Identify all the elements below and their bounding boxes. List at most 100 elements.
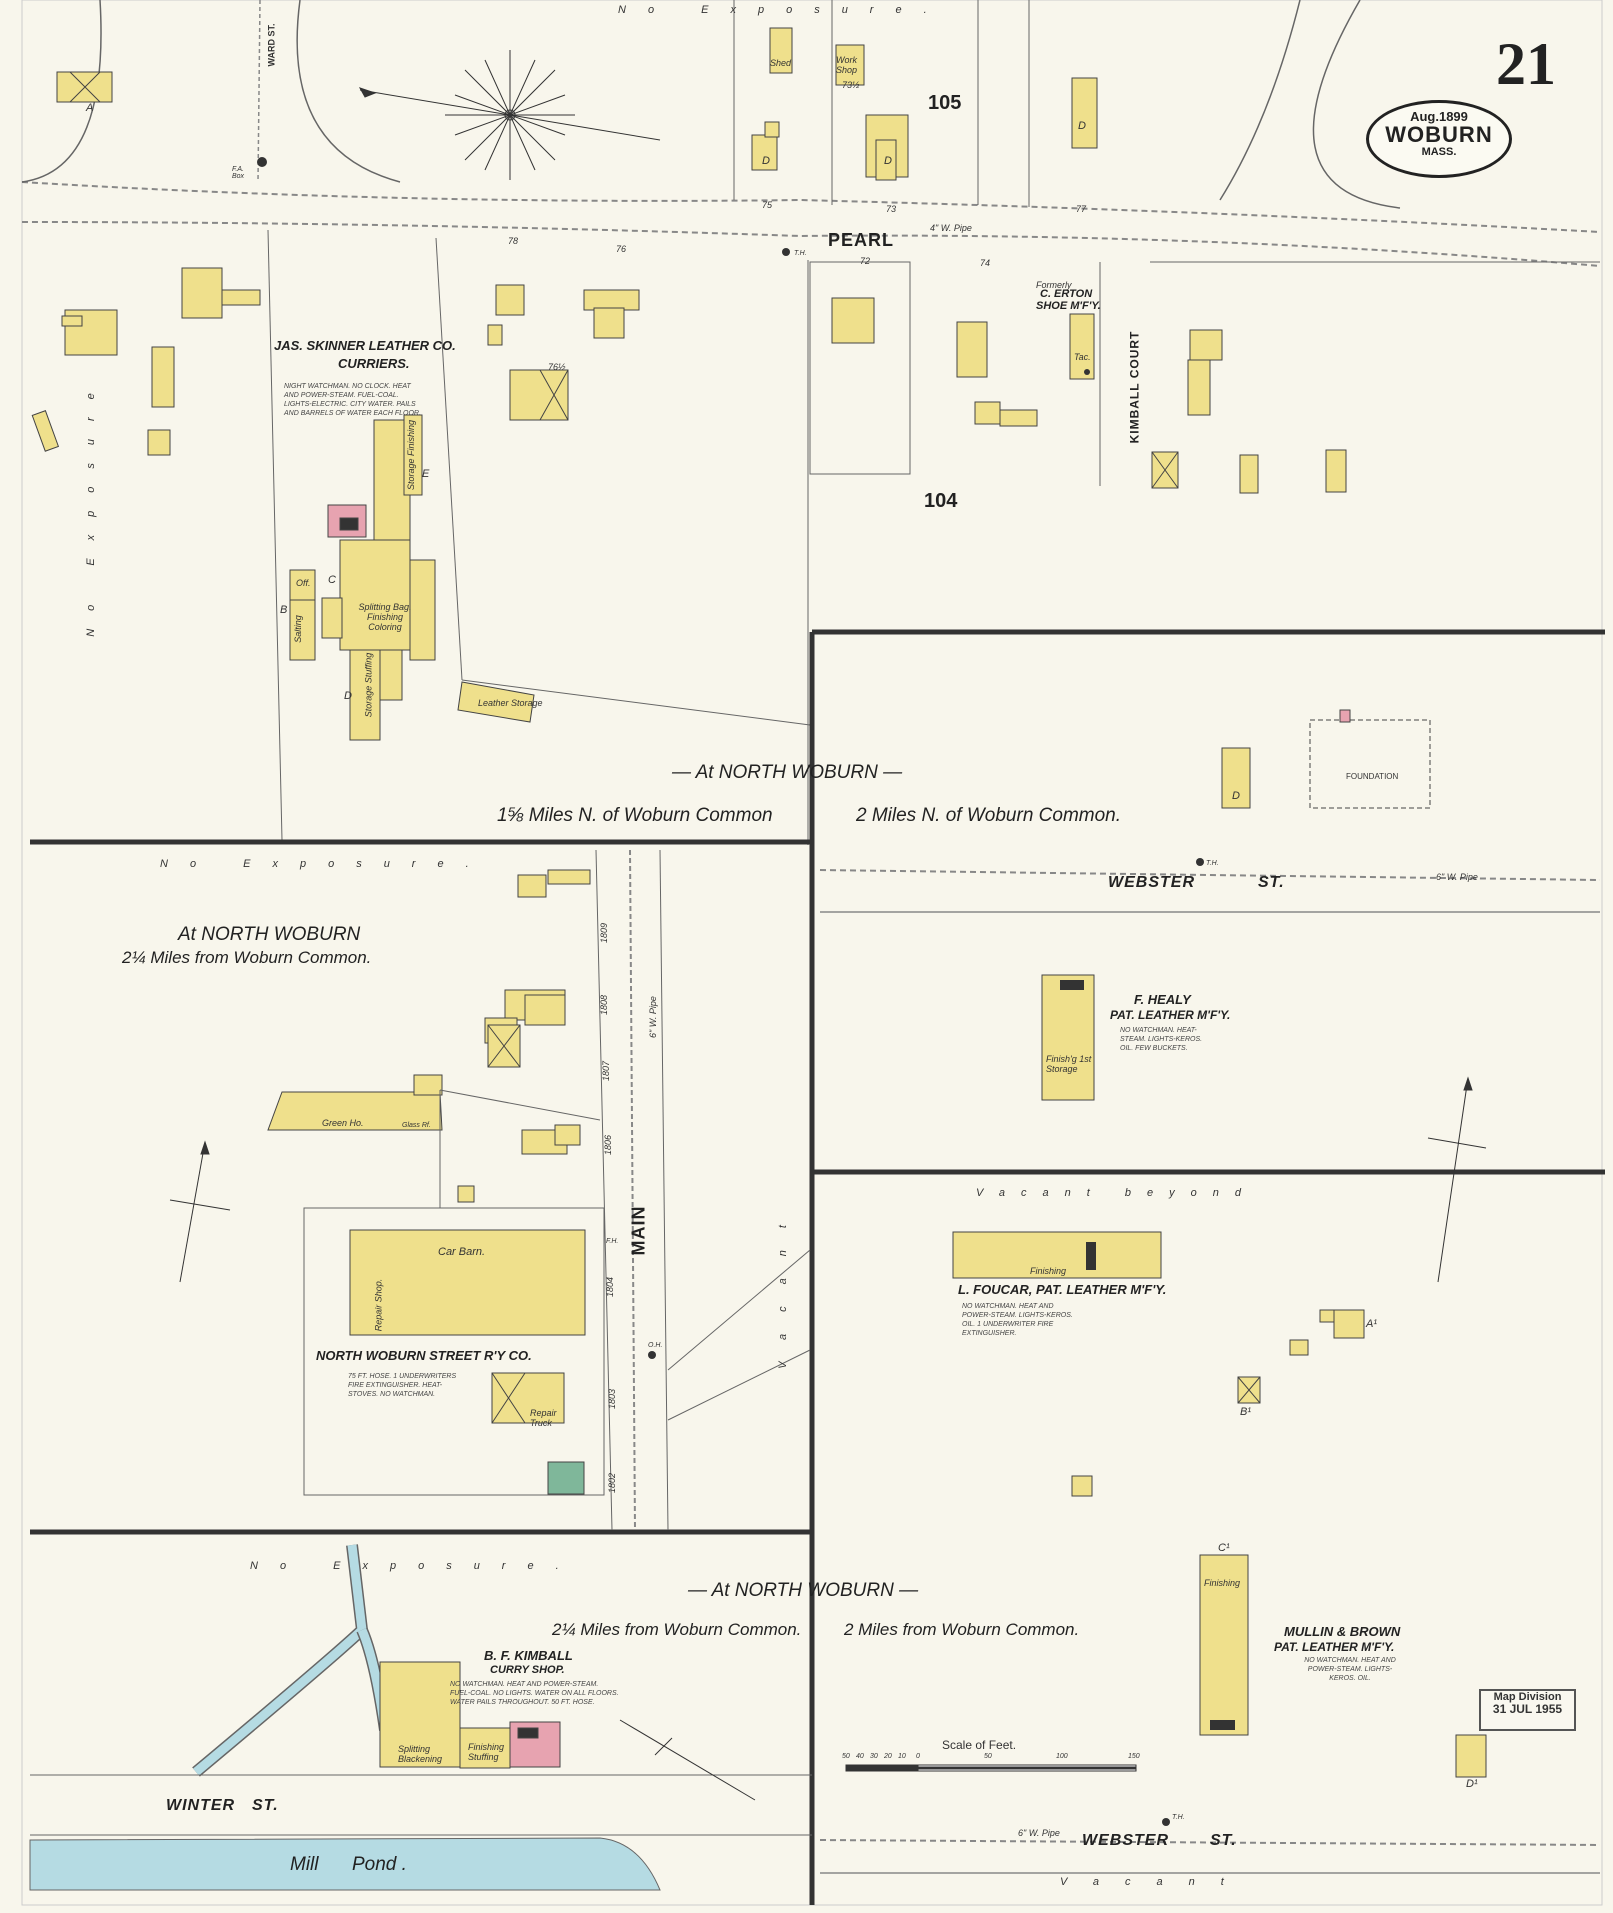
foucar-building	[952, 1231, 1162, 1279]
house-number: 73½	[842, 80, 860, 90]
mullin-building	[1199, 1554, 1249, 1736]
street-main: MAIN	[628, 1205, 649, 1256]
building-label: C¹	[1218, 1542, 1230, 1554]
building-label: Splitting Blackening	[398, 1744, 443, 1764]
north-arrow-icon	[1427, 1076, 1487, 1283]
building-label: Finishing	[1030, 1266, 1067, 1276]
company-mullin: MULLIN & BROWN	[1284, 1624, 1401, 1639]
house-number: 74	[980, 258, 991, 268]
scale-tick: 20	[884, 1753, 892, 1760]
building-label: Finishing Stuffing	[468, 1742, 505, 1762]
company-skinner-sub: CURRIERS.	[338, 356, 410, 371]
building-label: Off.	[296, 578, 311, 588]
block-number: 105	[928, 92, 962, 114]
house-number: 1802	[607, 1472, 618, 1494]
compass-rose-icon	[358, 50, 661, 180]
north-arrow-icon	[169, 1140, 231, 1283]
street-pearl: PEARL	[828, 230, 895, 250]
stamp-line-1: Map Division	[1493, 1691, 1562, 1703]
exposure-note: No Exposure.	[250, 1560, 581, 1572]
building-label: FOUNDATION	[1346, 772, 1399, 781]
building-label: C	[328, 574, 336, 586]
company-kimball-notes: NO WATCHMAN. HEAT AND POWER-STEAM. FUEL-…	[450, 1681, 619, 1706]
house-number: 76	[616, 244, 627, 254]
top-buildings	[56, 27, 1098, 181]
scale-tick: 40	[856, 1753, 864, 1760]
sheet-number: 21	[1496, 31, 1556, 97]
building-label: Green Ho.	[322, 1118, 364, 1128]
skinner-leather-complex	[289, 414, 535, 741]
fa-box-label: F.A. Box	[232, 166, 245, 180]
pipe-label: 6" W. Pipe	[1018, 1828, 1060, 1838]
map-division-stamp: Map Division 31 JUL 1955	[1479, 1689, 1576, 1731]
company-mullin-sub: PAT. LEATHER M'F'Y.	[1274, 1640, 1395, 1654]
building-label: Tac.	[1074, 352, 1091, 362]
th-label: T.H.	[1206, 860, 1219, 867]
street-winter-st: ST.	[252, 1797, 279, 1814]
scale-tick: 50	[842, 1753, 850, 1760]
north-woburn-buildings	[267, 869, 591, 1424]
kimball-curry-shop	[379, 1661, 561, 1769]
building-label: Salting	[292, 615, 303, 643]
house-number: 78	[508, 236, 519, 246]
north-woburn-header: — At NORTH WOBURN —	[672, 762, 903, 783]
th-label: T.H.	[794, 250, 807, 257]
building-label: Shed	[770, 58, 792, 68]
th-label: T.H.	[1172, 1814, 1185, 1821]
street-webster-st: ST.	[1258, 874, 1285, 891]
exposure-note: Vacant beyond	[976, 1187, 1257, 1199]
distance-label: 2¼ Miles from Woburn Common.	[552, 1620, 802, 1639]
street-webster: WEBSTER	[1108, 874, 1195, 891]
scale-tick: 0	[916, 1753, 920, 1760]
pearl-buildings	[31, 267, 1347, 494]
distance-label: 2¼ Miles from Woburn Common.	[122, 948, 372, 967]
distance-label: 2 Miles from Woburn Common.	[844, 1620, 1080, 1639]
street-webster-bottom: WEBSTER	[1082, 1832, 1169, 1849]
house-number: 1803	[607, 1388, 618, 1410]
scale-title: Scale of Feet.	[942, 1738, 1017, 1752]
house-number: 75	[762, 200, 773, 210]
building-label: B¹	[1240, 1406, 1251, 1418]
fh-label: F.H.	[606, 1238, 619, 1245]
city-name: WOBURN	[1385, 122, 1493, 147]
building-label: D	[884, 155, 892, 167]
street-ward: WARD ST.	[266, 23, 277, 67]
building-label: Repair Truck	[530, 1408, 557, 1428]
building-label: E	[422, 468, 430, 480]
building-label: Storage Finishing	[406, 419, 417, 491]
north-woburn-header: — At NORTH WOBURN —	[688, 1580, 919, 1601]
company-kimball-sub: CURRY SHOP.	[490, 1664, 565, 1676]
company-healy-notes: NO WATCHMAN. HEAT-STEAM. LIGHTS-KEROS. O…	[1120, 1027, 1203, 1052]
building-label: Work Shop	[836, 55, 858, 75]
company-railway-notes: 75 FT. HOSE. 1 UNDERWRITERS FIRE EXTINGU…	[348, 1373, 457, 1398]
house-number: 76½	[548, 362, 566, 372]
building-label: D	[1078, 120, 1086, 132]
oh-label: O.H.	[648, 1342, 663, 1349]
house-number: 1807	[601, 1060, 612, 1082]
title-cartouche: Aug.1899 WOBURN MASS.	[1366, 100, 1512, 178]
company-healy-sub: PAT. LEATHER M'F'Y.	[1110, 1008, 1231, 1022]
exposure-note: No Exposure	[84, 375, 97, 637]
north-woburn-header: At NORTH WOBURN	[178, 924, 361, 945]
company-healy: F. HEALY	[1134, 992, 1191, 1007]
company-foucar-notes: NO WATCHMAN. HEAT AND POWER-STEAM. LIGHT…	[962, 1303, 1073, 1337]
exposure-note: No Exposure.	[618, 4, 949, 16]
street-kimball-court: KIMBALL COURT	[1127, 330, 1142, 444]
building-label: A¹	[1366, 1318, 1377, 1330]
house-number: 1808	[599, 994, 610, 1016]
scale-tick: 50	[984, 1753, 992, 1760]
pearl-street	[21, 181, 1601, 267]
mill-pond-water	[29, 1837, 661, 1891]
pipe-label: 6" W. Pipe	[1436, 872, 1478, 882]
scale-tick: 100	[1056, 1753, 1068, 1760]
house-number: 72	[860, 256, 871, 266]
building-label: Leather Storage	[478, 698, 543, 708]
stamp-line-2: 31 JUL 1955	[1492, 1702, 1563, 1716]
building-label: B	[280, 604, 288, 616]
distance-label: 2 Miles N. of Woburn Common.	[856, 805, 1122, 826]
mill-pond-label: Mill	[290, 1854, 319, 1875]
scale-bar	[845, 1764, 1137, 1772]
building-label: D	[762, 155, 770, 167]
